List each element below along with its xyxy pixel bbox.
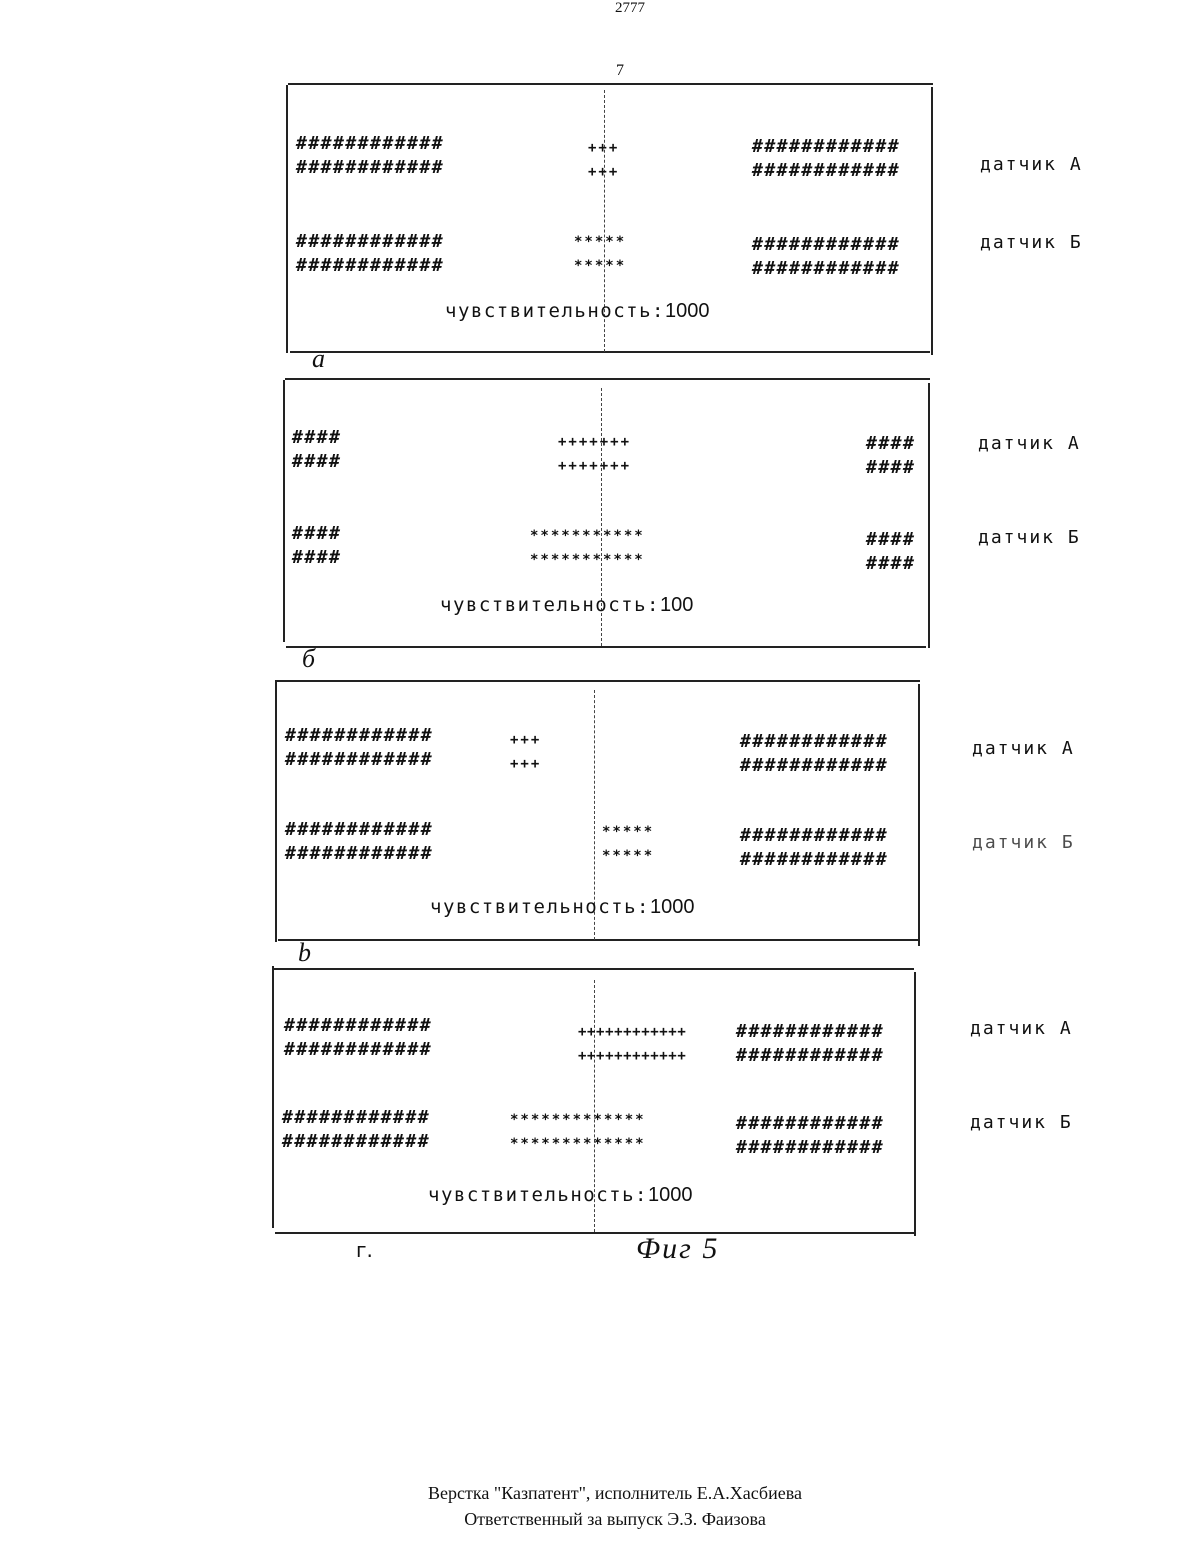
sensor-b-left-row-1: ############ — [296, 232, 444, 252]
sensor-a-mid-row-2: +++++++ — [558, 456, 631, 476]
sensor-a-mid-row-1: +++++++ — [558, 432, 631, 452]
sensor-a-label: датчик А — [972, 738, 1075, 759]
panel-frame-left — [286, 85, 288, 353]
sensor-a-right-row-2: ############ — [740, 756, 888, 776]
footer-line-1: Верстка "Казпатент", исполнитель Е.А.Хас… — [0, 1480, 1203, 1506]
panel-letter: г. — [356, 1238, 373, 1262]
sensor-b-right-row-2: ############ — [740, 850, 888, 870]
sensor-b-left-row-2: #### — [292, 548, 341, 568]
sensor-b-left-row-2: ############ — [282, 1132, 430, 1152]
panel-frame-left — [272, 966, 274, 1228]
sensor-b-right-row-1: ############ — [752, 235, 900, 255]
sensor-b-label: датчик Б — [980, 232, 1083, 253]
sensor-a-left-row-2: ############ — [284, 1040, 432, 1060]
sensor-b-right-row-2: ############ — [752, 259, 900, 279]
sensor-a-left-row-1: ############ — [296, 134, 444, 154]
sensor-a-right-row-1: ############ — [736, 1022, 884, 1042]
panel-frame-bottom — [290, 351, 930, 353]
sensor-a-label: датчик А — [980, 154, 1083, 175]
sensor-b-mid-row-2: ************* — [510, 1134, 646, 1154]
sensor-b-right-row-2: ############ — [736, 1138, 884, 1158]
sensitivity-readout: чувствительность:1000 — [428, 1184, 692, 1207]
figure-caption: Фиг 5 — [636, 1232, 719, 1266]
sensor-a-label: датчик А — [978, 433, 1081, 454]
panel-frame-right — [914, 972, 916, 1236]
panel-frame-bottom — [278, 939, 918, 941]
sensor-b-left-row-1: #### — [292, 524, 341, 544]
panel-frame-bottom — [275, 1232, 915, 1234]
sensitivity-readout: чувствительность:100 — [440, 594, 693, 617]
sensitivity-label: чувствительность: — [440, 594, 660, 616]
panel-frame-top — [288, 83, 933, 85]
sensor-b-label: датчик Б — [978, 527, 1081, 548]
sensitivity-value: 1000 — [648, 1184, 693, 1206]
sensor-b-mid-row-2: ***** — [602, 846, 654, 866]
sensor-a-left-row-2: ############ — [285, 750, 433, 770]
sensor-a-mid-row-1: +++ — [588, 138, 619, 158]
sensitivity-value: 100 — [660, 594, 693, 616]
sensor-a-left-row-1: #### — [292, 428, 341, 448]
sensitivity-value: 1000 — [665, 300, 710, 322]
sensor-a-mid-row-1: ++++++++++++ — [578, 1022, 686, 1042]
sensor-a-mid-row-2: +++ — [588, 162, 619, 182]
sensor-b-left-row-1: ############ — [285, 820, 433, 840]
panel-letter: b — [298, 938, 311, 968]
panel-frame-right — [918, 684, 920, 946]
sensor-a-mid-row-2: +++ — [510, 754, 541, 774]
panel-frame-right — [928, 383, 930, 648]
panel-frame-top — [277, 680, 920, 682]
panel-frame-right — [931, 87, 933, 355]
panel-letter: б — [302, 644, 315, 674]
sheet-number: 7 — [0, 62, 1203, 80]
footer-line-2: Ответственный за выпуск Э.З. Фаизова — [0, 1506, 1203, 1532]
page-number: 2777 — [0, 0, 1203, 17]
panel-frame-left — [283, 380, 285, 642]
sensor-b-left-row-1: ############ — [282, 1108, 430, 1128]
sensor-b-left-row-2: ############ — [296, 256, 444, 276]
sensor-a-left-row-1: ############ — [284, 1016, 432, 1036]
sensor-a-mid-row-2: ++++++++++++ — [578, 1046, 686, 1066]
sensor-a-left-row-1: ############ — [285, 726, 433, 746]
sensor-b-label: датчик Б — [970, 1112, 1073, 1133]
sensor-b-mid-row-2: ***** — [574, 256, 626, 276]
sensor-b-right-row-1: ############ — [740, 826, 888, 846]
sensitivity-value: 1000 — [650, 896, 695, 918]
sensor-b-label: датчик Б — [972, 832, 1075, 853]
sensor-a-label: датчик А — [970, 1018, 1073, 1039]
sensor-b-mid-row-1: ************* — [510, 1110, 646, 1130]
sensitivity-label: чувствительность: — [445, 300, 665, 322]
sensor-b-right-row-2: #### — [866, 554, 915, 574]
sensor-a-right-row-2: ############ — [752, 161, 900, 181]
sensitivity-label: чувствительность: — [428, 1184, 648, 1206]
sensor-b-mid-row-1: ***** — [574, 232, 626, 252]
sensor-b-left-row-2: ############ — [285, 844, 433, 864]
sensitivity-label: чувствительность: — [430, 896, 650, 918]
sensitivity-readout: чувствительность:1000 — [430, 896, 694, 919]
sensor-b-right-row-1: ############ — [736, 1114, 884, 1134]
panel-frame-bottom — [286, 646, 926, 648]
sensor-b-right-row-1: #### — [866, 530, 915, 550]
panel-frame-top — [285, 378, 930, 380]
sensor-a-right-row-1: ############ — [740, 732, 888, 752]
footer: Верстка "Казпатент", исполнитель Е.А.Хас… — [0, 1480, 1203, 1532]
sensor-b-mid-row-2: *********** — [530, 550, 645, 570]
panel-frame-left — [275, 680, 277, 942]
sensor-a-right-row-2: ############ — [736, 1046, 884, 1066]
sensor-a-left-row-2: #### — [292, 452, 341, 472]
sensor-b-mid-row-1: *********** — [530, 526, 645, 546]
sensor-a-right-row-1: #### — [866, 434, 915, 454]
sensor-a-right-row-1: ############ — [752, 137, 900, 157]
panel-letter: a — [312, 344, 325, 374]
panel-frame-top — [274, 968, 914, 970]
sensor-b-mid-row-1: ***** — [602, 822, 654, 842]
sensitivity-readout: чувствительность:1000 — [445, 300, 709, 323]
sensor-a-left-row-2: ############ — [296, 158, 444, 178]
sensor-a-mid-row-1: +++ — [510, 730, 541, 750]
sensor-a-right-row-2: #### — [866, 458, 915, 478]
